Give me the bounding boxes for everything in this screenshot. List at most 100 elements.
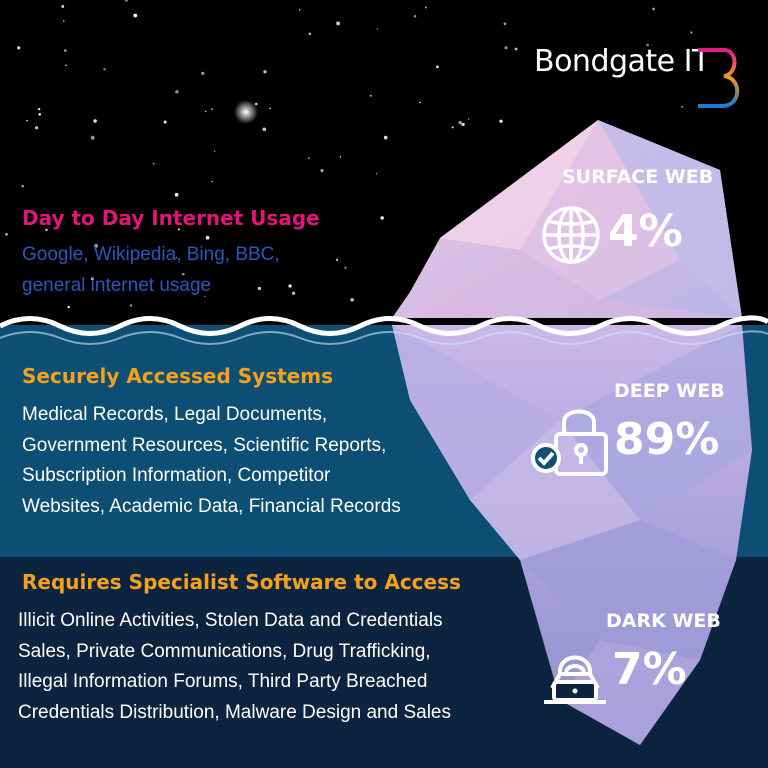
dark-web-label: DARK WEB — [606, 610, 721, 632]
star — [38, 108, 41, 111]
star — [175, 90, 179, 94]
dark-body-line: Sales, Private Communications, Drug Traf… — [18, 640, 431, 662]
star — [175, 256, 178, 259]
brand-logo-text: Bondgate IT — [534, 44, 710, 79]
star — [174, 192, 179, 197]
surface-web-value: 4% — [608, 206, 683, 257]
star — [435, 65, 439, 69]
star — [320, 169, 324, 173]
surface-web-label: SURFACE WEB — [562, 166, 714, 188]
stars — [5, 0, 735, 309]
globe-icon — [542, 206, 600, 264]
star — [182, 272, 185, 276]
star — [690, 31, 693, 34]
star — [369, 94, 372, 97]
star — [413, 15, 417, 18]
surface-body-line: general internet usage — [22, 274, 212, 296]
star — [214, 150, 216, 153]
bright-star — [234, 100, 258, 124]
star — [646, 43, 649, 47]
star — [339, 156, 342, 158]
surface-section-title: Day to Day Internet Usage — [22, 206, 320, 230]
star — [35, 126, 39, 130]
deep-web-label: DEEP WEB — [614, 380, 725, 402]
star — [90, 135, 95, 140]
deep-body-line: Subscription Information, Competitor — [22, 465, 331, 486]
water-wave-line — [0, 315, 768, 336]
star — [211, 108, 214, 111]
star — [350, 297, 354, 302]
star — [211, 180, 213, 183]
star — [124, 0, 128, 2]
star — [94, 244, 98, 248]
star — [503, 22, 507, 26]
star — [61, 5, 65, 8]
brand-logo-mark — [696, 48, 740, 108]
star — [133, 13, 138, 18]
star — [383, 135, 388, 140]
star — [205, 235, 210, 240]
star — [375, 173, 378, 175]
star — [262, 127, 267, 132]
star — [380, 216, 384, 220]
star — [177, 228, 180, 231]
star — [467, 118, 470, 120]
hooded-hacker-icon — [544, 655, 606, 704]
star — [38, 113, 41, 116]
star — [129, 304, 133, 307]
star — [103, 68, 106, 71]
dark-body-line: Illicit Online Activities, Stolen Data a… — [18, 610, 443, 631]
star — [90, 277, 94, 281]
iceberg-tip — [392, 120, 742, 318]
iceberg-base — [392, 325, 752, 745]
star — [461, 122, 465, 127]
dark-section-title: Requires Specialist Software to Access — [22, 570, 461, 594]
star — [152, 162, 155, 165]
star — [263, 70, 267, 74]
star — [291, 291, 296, 296]
star — [499, 119, 503, 123]
star — [298, 9, 301, 11]
star — [376, 28, 378, 30]
star — [45, 228, 48, 232]
star — [288, 284, 292, 288]
star — [62, 20, 65, 23]
dark-section-body: Illicit Online Activities, Stolen Data a… — [18, 606, 451, 728]
star — [257, 286, 261, 290]
surface-body-line: Google, Wikipedia, Bing, BBC, — [22, 244, 280, 265]
star — [21, 184, 24, 188]
padlock-check-icon — [531, 409, 608, 476]
star — [163, 120, 167, 124]
star — [451, 126, 454, 129]
star — [344, 266, 347, 270]
star — [652, 7, 655, 11]
deep-section-title: Securely Accessed Systems — [22, 364, 333, 388]
star — [458, 120, 462, 125]
dark-body-line: Illegal Information Forums, Third Party … — [18, 671, 428, 692]
deep-section-body: Medical Records, Legal Documents, Govern… — [22, 400, 401, 522]
star — [514, 47, 518, 51]
star — [424, 6, 427, 9]
star — [419, 101, 421, 104]
star — [504, 46, 508, 50]
star — [269, 107, 271, 110]
star — [308, 32, 312, 36]
deep-body-line: Government Resources, Scientific Reports… — [22, 434, 387, 456]
star — [681, 105, 684, 108]
star — [335, 258, 339, 262]
star — [201, 71, 205, 76]
star — [93, 119, 97, 123]
star — [65, 64, 67, 67]
dark-body-line: Credentials Distribution, Malware Design… — [18, 701, 451, 723]
star — [336, 21, 341, 26]
deep-body-line: Medical Records, Legal Documents, — [22, 404, 328, 425]
star — [307, 157, 310, 160]
star — [64, 49, 67, 52]
star — [17, 46, 21, 50]
star — [26, 119, 28, 122]
star — [67, 305, 70, 309]
dark-web-value: 7% — [612, 644, 687, 695]
star — [204, 295, 206, 298]
deep-body-line: Websites, Academic Data, Financial Recor… — [22, 495, 401, 517]
